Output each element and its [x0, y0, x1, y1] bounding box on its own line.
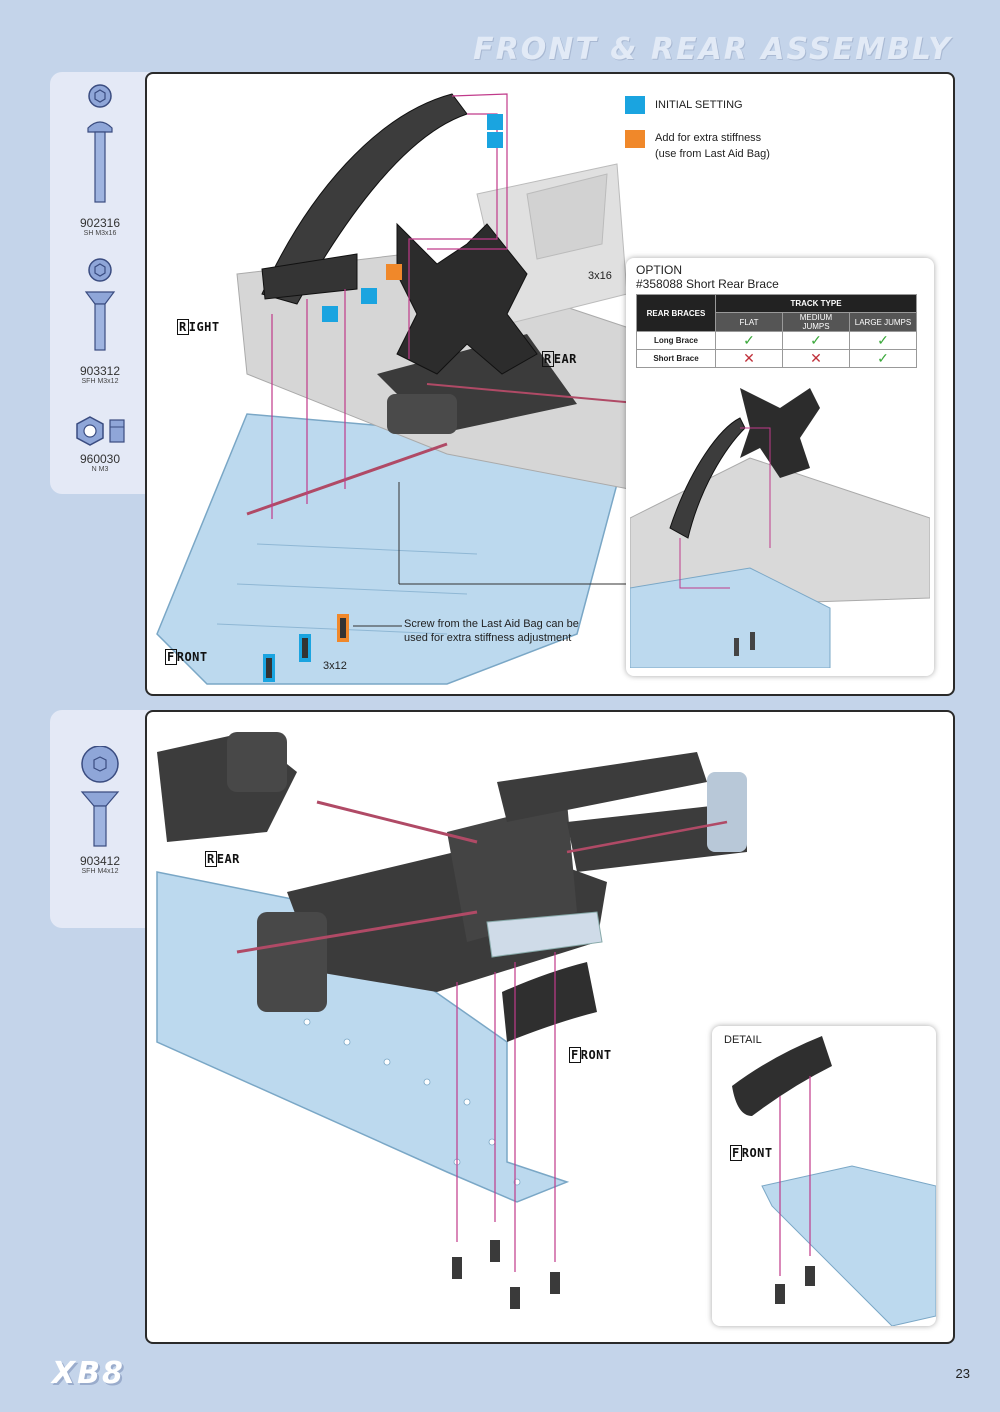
option-title: OPTION [636, 263, 683, 277]
legend-extra-swatch [625, 130, 645, 148]
label-front: FRONT [167, 650, 208, 664]
table-group-header: TRACK TYPE [715, 294, 917, 313]
callout-screw-3x16: 3x16 [588, 270, 612, 282]
part-903312: 903312 SFH M3x12 [50, 256, 150, 386]
label-right: RIGHT [179, 320, 220, 334]
track-type-table: REAR BRACES TRACK TYPE FLAT MEDIUM JUMPS… [636, 294, 917, 368]
col-flat: FLAT [715, 312, 783, 332]
page-number: 23 [955, 1366, 970, 1381]
detail-box: DETAIL FRONT [712, 1026, 936, 1326]
part-code: 903312 [79, 364, 121, 378]
row-long-brace: Long Brace [636, 331, 716, 350]
part-code: 903412 [79, 854, 121, 868]
xb8-logo: XB8 [52, 1356, 125, 1391]
part-902316: 902316 SH M3x16 [50, 82, 150, 238]
option-short-rear-brace: OPTION #358088 Short Rear Brace REAR BRA… [626, 258, 934, 676]
page-title: FRONT & REAR ASSEMBLY [473, 32, 952, 67]
legend-initial-label: INITIAL SETTING [655, 99, 743, 111]
col-large-jumps: LARGE JUMPS [849, 312, 917, 332]
legend-initial-swatch [625, 96, 645, 114]
socket-head-screw-icon [87, 84, 113, 203]
check-icon: ✓ [849, 349, 917, 368]
check-icon: ✓ [782, 331, 850, 350]
callout-screw-3x12: 3x12 [323, 660, 347, 672]
part-size: SH M3x16 [83, 230, 117, 237]
flat-head-screw-icon [84, 258, 116, 351]
option-subtitle: #358088 Short Rear Brace [636, 277, 779, 291]
front-assembly-illustration [156, 732, 747, 1309]
legend-extra-label-2: (use from Last Aid Bag) [655, 148, 770, 160]
part-size: SFH M3x12 [81, 378, 119, 385]
nut-icon [76, 416, 125, 446]
cross-icon: ✕ [715, 349, 783, 368]
part-903412: 903412 SFH M4x12 [50, 745, 150, 876]
legend-extra-label-1: Add for extra stiffness [655, 132, 762, 144]
part-960030: 960030 N M3 [50, 414, 150, 474]
label-rear: REAR [544, 352, 577, 366]
cross-icon: ✕ [782, 349, 850, 368]
label-front: FRONT [571, 1048, 612, 1062]
detail-illustration [732, 1036, 936, 1326]
flat-head-screw-icon [80, 745, 120, 847]
part-code: 960030 [79, 452, 121, 466]
check-icon: ✓ [849, 331, 917, 350]
detail-title: DETAIL [724, 1034, 762, 1046]
detail-front-label: FRONT [732, 1146, 773, 1160]
parts-sidebar-top: 902316 SH M3x16 903312 SFH M3x12 960030 … [50, 72, 150, 494]
table-row: Short Brace ✕ ✕ ✓ [636, 349, 917, 368]
part-size: SFH M4x12 [81, 868, 119, 875]
parts-sidebar-bottom: 903412 SFH M4x12 [50, 710, 150, 928]
short-brace-illustration [630, 388, 930, 668]
stiffness-note-1: Screw from the Last Aid Bag can be [404, 618, 579, 630]
label-rear: REAR [207, 852, 240, 866]
part-code: 902316 [79, 216, 121, 230]
col-medium-jumps: MEDIUM JUMPS [782, 312, 850, 332]
part-size: N M3 [91, 466, 109, 473]
table-row-header: REAR BRACES [636, 294, 716, 332]
table-row: Long Brace ✓ ✓ ✓ [636, 331, 917, 350]
check-icon: ✓ [715, 331, 783, 350]
row-short-brace: Short Brace [636, 349, 716, 368]
stiffness-note-2: used for extra stiffness adjustment [404, 632, 572, 644]
